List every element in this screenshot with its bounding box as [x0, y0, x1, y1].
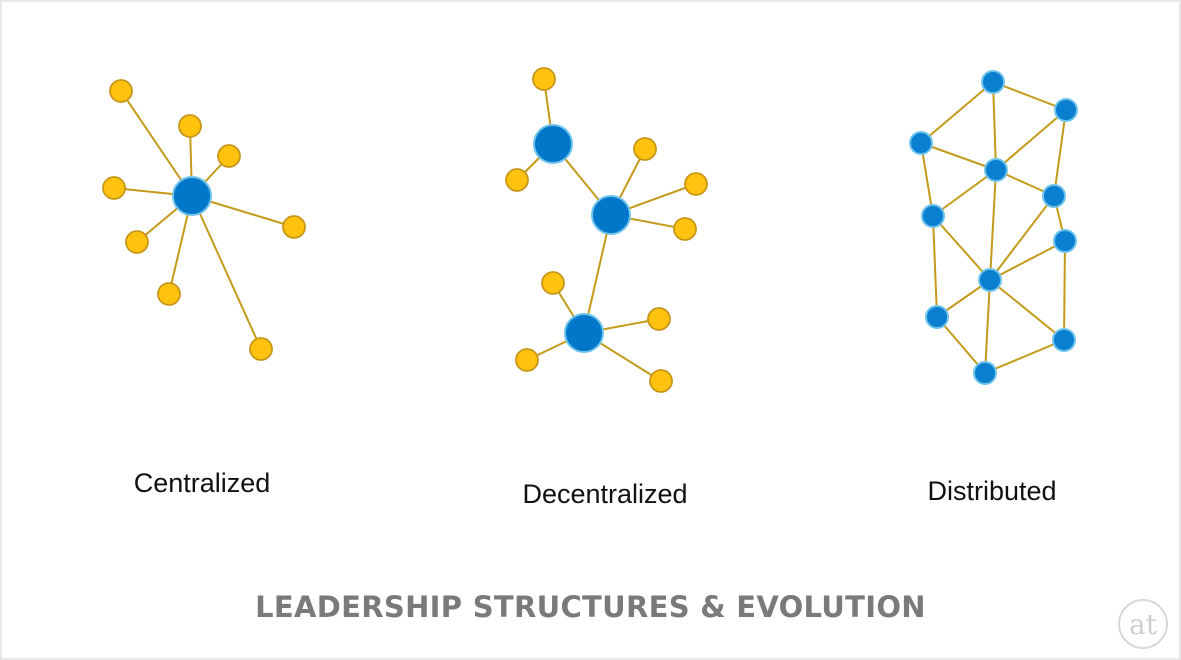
peer-node	[1052, 328, 1076, 352]
edge	[1063, 240, 1066, 341]
leaf-node	[109, 79, 133, 103]
leaf-node	[217, 144, 241, 168]
peer-node	[981, 70, 1005, 94]
edge	[920, 142, 997, 171]
edge	[989, 195, 1055, 281]
leaf-node	[249, 337, 273, 361]
leaf-node	[505, 168, 529, 192]
peer-node	[909, 131, 933, 155]
edge	[989, 279, 1065, 341]
leaf-node	[157, 282, 181, 306]
peer-node	[921, 204, 945, 228]
leaf-node	[532, 67, 556, 91]
leaf-node	[684, 172, 708, 196]
brand-logo: at	[1118, 599, 1168, 649]
edge	[989, 240, 1066, 281]
leaf-node	[282, 215, 306, 239]
leaf-node	[649, 369, 673, 393]
peer-node	[973, 361, 997, 385]
slide-title: LEADERSHIP STRUCTURES & EVOLUTION	[255, 590, 926, 624]
hub-node	[564, 313, 604, 353]
distributed-network	[909, 70, 1078, 385]
logo-text: at	[1129, 607, 1157, 641]
edge	[920, 81, 994, 144]
peer-node	[984, 158, 1008, 182]
edge	[932, 215, 938, 318]
hub-node	[533, 124, 573, 164]
centralized-label: Centralized	[133, 468, 271, 498]
edge	[1053, 109, 1067, 197]
distributed-label: Distributed	[927, 476, 1057, 506]
peer-node	[925, 305, 949, 329]
edge	[920, 142, 934, 217]
centralized-network	[102, 79, 306, 361]
leaf-node	[125, 230, 149, 254]
leaf-node	[102, 176, 126, 200]
leaf-node	[647, 307, 671, 331]
edge	[984, 339, 1065, 374]
hub-node	[591, 195, 631, 235]
peer-node	[1042, 184, 1066, 208]
leaf-node	[673, 217, 697, 241]
leaf-node	[541, 271, 565, 295]
edge	[936, 316, 986, 374]
edge	[984, 279, 991, 374]
edge	[932, 215, 991, 281]
decentralized-label: Decentralized	[522, 479, 688, 509]
leaf-node	[515, 348, 539, 372]
peer-node	[978, 268, 1002, 292]
edge	[120, 90, 193, 197]
leaf-node	[178, 114, 202, 138]
hub-node	[172, 176, 212, 216]
peer-node	[1053, 229, 1077, 253]
edge	[989, 169, 997, 281]
edge	[992, 81, 997, 171]
edge	[191, 195, 262, 350]
edge	[932, 169, 997, 217]
edge	[995, 109, 1067, 171]
edge	[583, 214, 612, 334]
peer-node	[1054, 98, 1078, 122]
decentralized-network	[505, 67, 708, 393]
edge	[992, 81, 1067, 111]
leaf-node	[633, 137, 657, 161]
